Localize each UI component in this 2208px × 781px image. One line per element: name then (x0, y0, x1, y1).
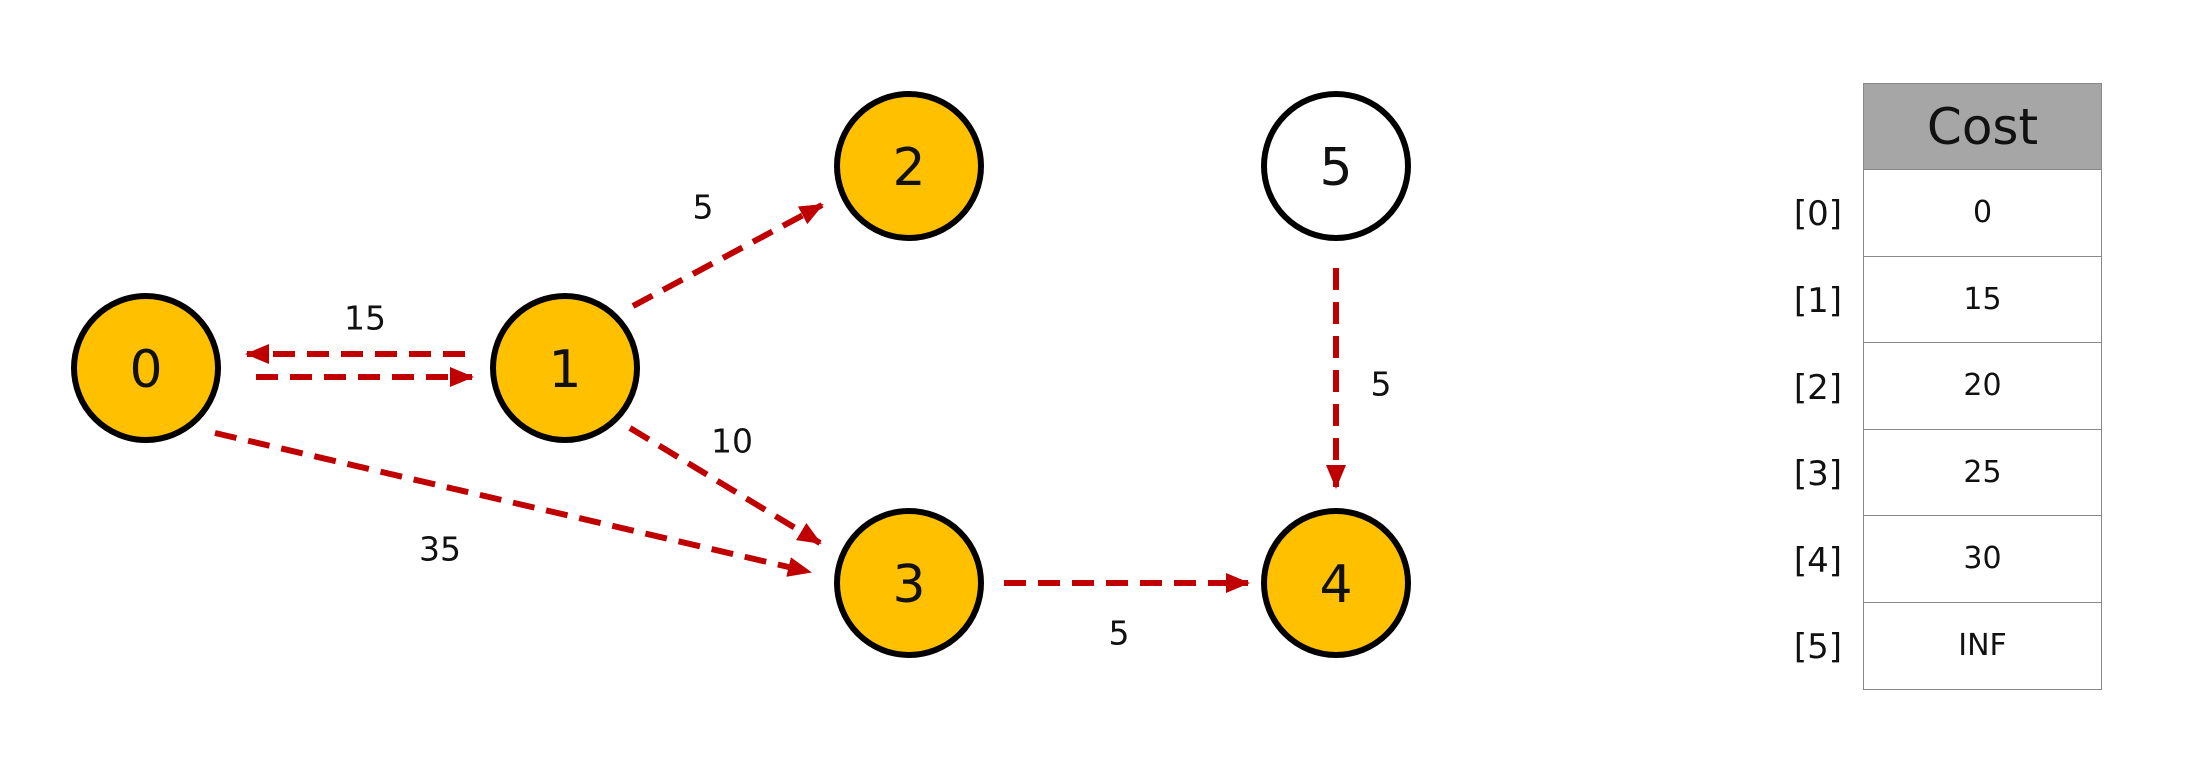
node-1: 1 (490, 293, 640, 443)
graph-diagram: 15 5 10 35 5 5 0 1 2 3 4 5 (71, 91, 1411, 658)
row-index-4: [4] (1793, 541, 1843, 581)
edge-label-5-4: 5 (1371, 365, 1392, 404)
edge-1-3 (628, 425, 822, 546)
edge-1-2 (631, 202, 824, 309)
row-index-3: [3] (1793, 454, 1843, 494)
cost-cell-1: 15 (1864, 256, 2101, 343)
cost-table: Cost 0 15 20 25 30 INF (1863, 83, 2102, 690)
edge-label-1-0: 15 (344, 299, 386, 338)
cost-cell-4: 30 (1864, 516, 2101, 603)
node-3-label: 3 (892, 555, 925, 615)
node-3: 3 (834, 508, 984, 658)
cost-cell-5: INF (1864, 602, 2101, 689)
node-5: 5 (1261, 91, 1411, 241)
cost-cell-0: 0 (1864, 170, 2101, 257)
row-index-2: [2] (1793, 368, 1843, 408)
row-index-5: [5] (1793, 627, 1843, 667)
node-4: 4 (1261, 508, 1411, 658)
row-index-0: [0] (1793, 194, 1843, 234)
node-4-label: 4 (1319, 555, 1352, 615)
node-1-label: 1 (548, 340, 581, 400)
node-2-label: 2 (892, 138, 925, 198)
node-5-label: 5 (1319, 138, 1352, 198)
node-2: 2 (834, 91, 984, 241)
edge-label-0-3: 35 (419, 530, 461, 569)
cost-cell-3: 25 (1864, 429, 2101, 516)
node-0: 0 (71, 293, 221, 443)
edge-label-1-2: 5 (693, 188, 714, 227)
node-0-label: 0 (129, 340, 162, 400)
edge-label-3-4: 5 (1109, 614, 1130, 653)
cost-header: Cost (1864, 84, 2101, 170)
row-index-1: [1] (1793, 281, 1843, 321)
cost-cell-2: 20 (1864, 343, 2101, 430)
edge-label-1-3: 10 (711, 422, 753, 461)
